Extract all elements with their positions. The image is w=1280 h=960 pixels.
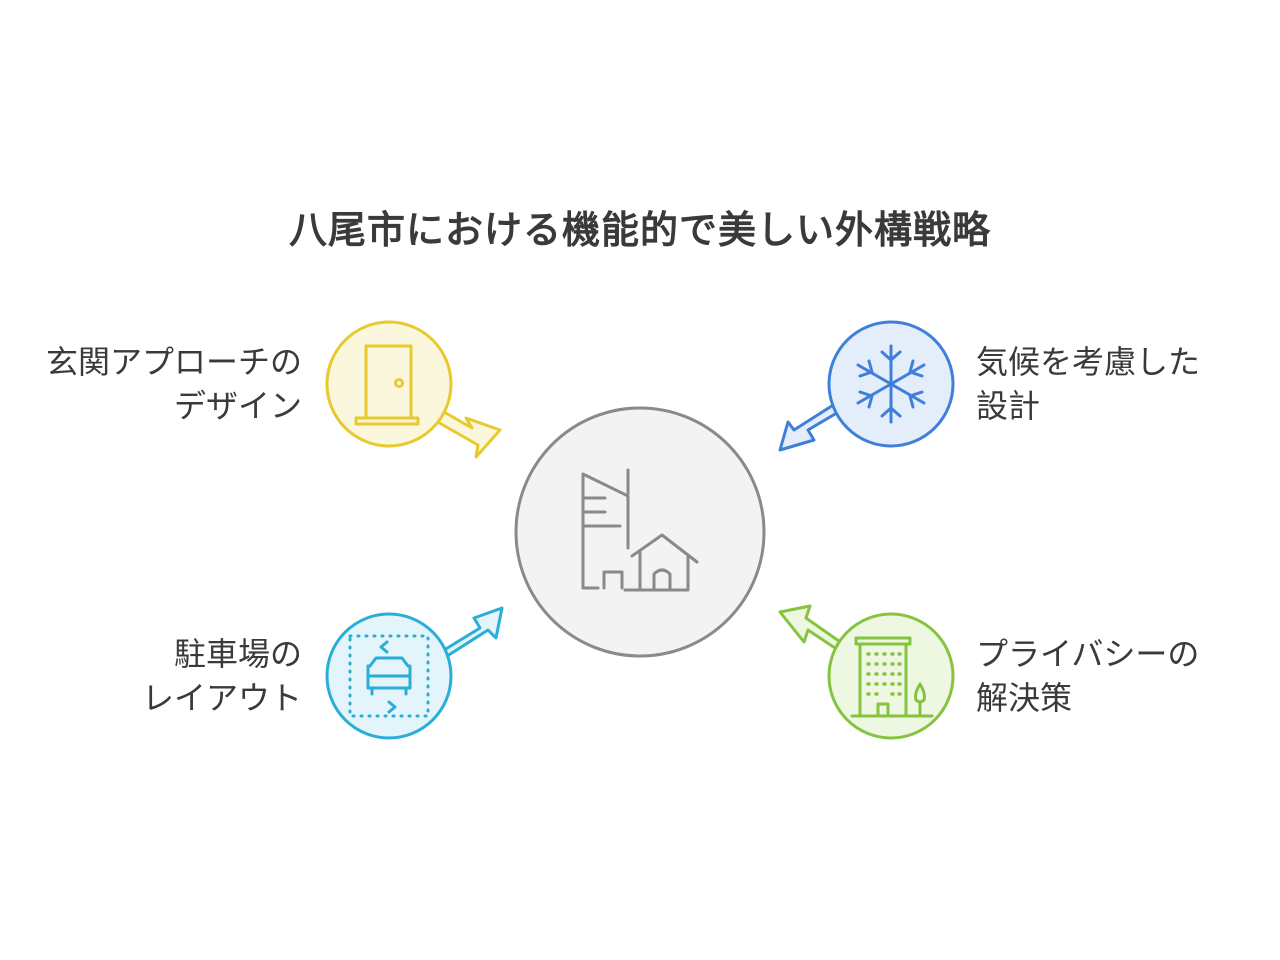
arrow-entrance — [428, 402, 502, 459]
label-climate-line1: 気候を考慮した — [976, 343, 1201, 381]
arrow-climate — [778, 400, 854, 452]
center-node — [514, 406, 766, 658]
buildings-house-icon — [581, 468, 699, 592]
door-icon — [354, 344, 420, 426]
diagram-title: 八尾市における機能的で美しい外構戦略 — [288, 208, 991, 252]
label-parking: 駐車場の レイアウト — [142, 632, 302, 720]
node-privacy — [778, 604, 955, 740]
label-privacy-line2: 解決策 — [976, 679, 1073, 717]
label-climate-line2: 設計 — [976, 387, 1041, 425]
label-entrance: 玄関アプローチの デザイン — [46, 340, 302, 428]
snowflake-icon — [856, 344, 926, 424]
label-entrance-line1: 玄関アプローチの — [45, 343, 302, 381]
label-parking-line2: レイアウト — [141, 679, 302, 717]
label-privacy: プライバシーの 解決策 — [976, 632, 1199, 720]
car-parking-icon — [348, 634, 430, 718]
label-entrance-line2: デザイン — [173, 387, 302, 425]
label-climate: 気候を考慮した 設計 — [976, 340, 1200, 428]
arrow-parking — [434, 606, 504, 660]
node-climate — [778, 320, 955, 452]
label-privacy-line1: プライバシーの — [976, 635, 1200, 673]
node-entrance — [325, 320, 502, 459]
apartment-tree-icon — [850, 636, 934, 718]
label-parking-line1: 駐車場の — [173, 635, 302, 673]
node-parking — [325, 606, 504, 740]
